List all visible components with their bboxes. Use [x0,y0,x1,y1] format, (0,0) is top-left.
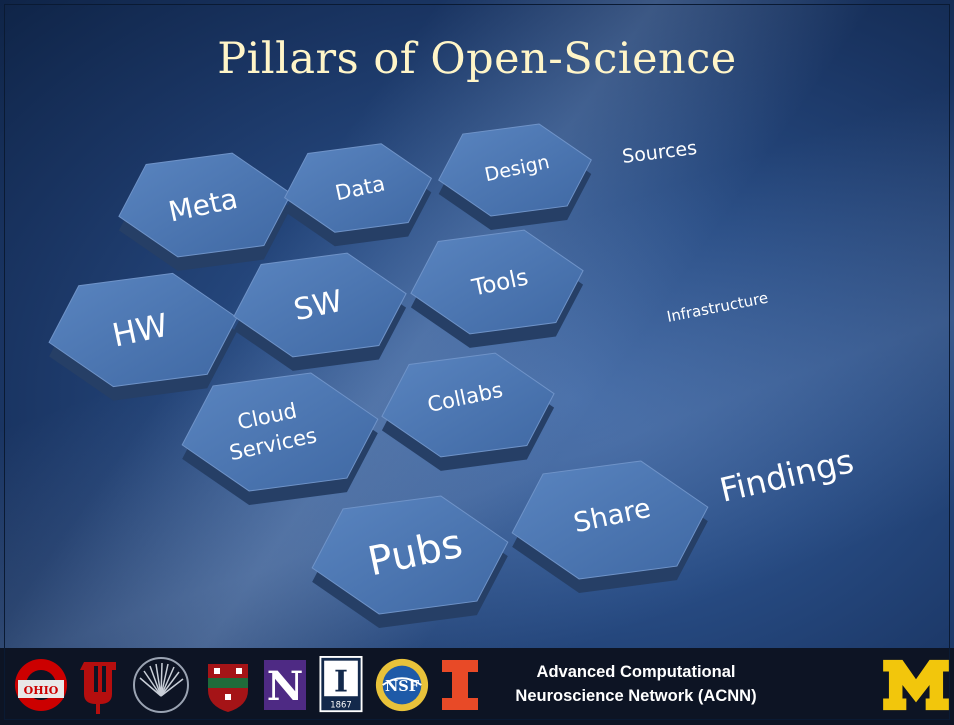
hexagon-pillar [438,123,592,217]
svg-text:NSF: NSF [385,678,420,695]
footer-line-2: Neuroscience Network (ACNN) [515,687,757,705]
label-findings: Findings [716,441,857,510]
hexagon-pillar [283,143,433,233]
illinois-1867-logo: I 1867 [319,656,363,713]
label-sources: Sources [621,137,698,168]
hexagon-pillar [311,495,509,615]
hexagon-pillar [233,252,407,358]
indiana-logo [80,662,116,714]
michigan-logo [883,659,949,711]
case-western-logo [133,657,189,713]
hexagon-pillar [118,152,292,258]
svg-text:OHIO: OHIO [24,684,59,697]
hexagon-pillar [181,372,379,492]
slide-title: Pillars of Open-Science [217,34,737,84]
illinois-block-i-logo [442,660,478,710]
hexagon-pillar [511,460,709,580]
footer-bar: OHIO N [0,648,954,725]
footer-line-1: Advanced Computational [536,663,736,681]
northwestern-logo: N [264,660,306,710]
svg-text:I: I [334,665,348,700]
footer-text: Advanced Computational Neuroscience Netw… [486,660,786,708]
svg-text:1867: 1867 [330,699,351,709]
nsf-logo: NSF [375,658,429,712]
hexagon-pillar [381,352,555,458]
ohio-state-logo: OHIO [15,659,67,711]
hexagon-pillar [410,229,584,335]
label-infrastructure: Infrastructure [665,289,769,326]
hexagon-pillar [48,272,238,388]
wustl-logo [208,664,248,712]
svg-text:N: N [267,663,304,710]
